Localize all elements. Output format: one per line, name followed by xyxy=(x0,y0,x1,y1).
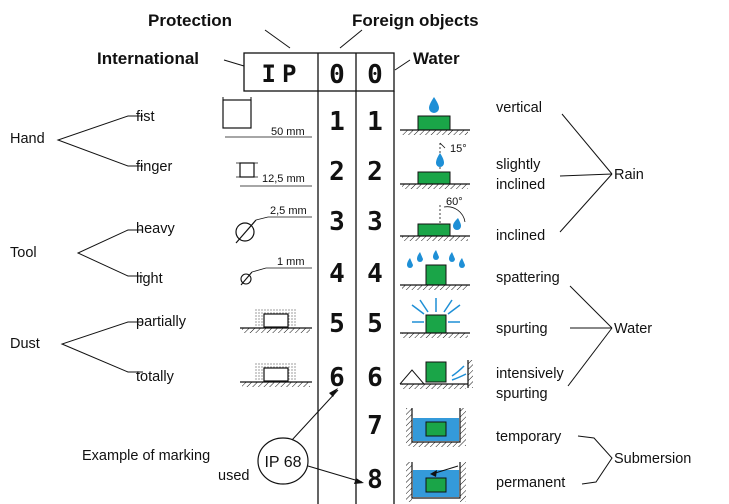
protection-pointer xyxy=(264,29,291,49)
rain-bracket-top xyxy=(561,113,613,175)
second-digit-5: 5 xyxy=(367,309,383,339)
fist-size-icon: 50 mm xyxy=(222,97,312,138)
dust-bracket xyxy=(60,321,143,373)
rain-label: Rain xyxy=(614,167,644,183)
slightly-label: slightly xyxy=(496,157,541,173)
size-50mm: 50 mm xyxy=(271,126,305,138)
light-tool-icon: 1 mm xyxy=(240,256,312,286)
example-circle xyxy=(257,437,309,485)
protection-heading: Protection xyxy=(148,11,232,30)
second-digit-8: 8 xyxy=(367,465,383,495)
temporary-label: temporary xyxy=(496,429,562,445)
second-digit-3: 3 xyxy=(367,207,383,237)
dust-partial-icon xyxy=(240,308,312,333)
international-heading: International xyxy=(97,49,199,68)
permanent-submersion-icon xyxy=(406,462,466,502)
first-digit-2: 2 xyxy=(329,157,345,187)
angle-15: 15° xyxy=(450,143,467,155)
first-digit-3: 3 xyxy=(329,207,345,237)
second-digit-7: 7 xyxy=(367,411,383,441)
angle-60: 60° xyxy=(446,196,463,208)
second-digit-4: 4 xyxy=(367,259,383,289)
second-digit-zero: 0 xyxy=(367,60,383,90)
finger-label: finger xyxy=(136,159,172,175)
second-digit-6: 6 xyxy=(367,363,383,393)
second-digit-2: 2 xyxy=(367,157,383,187)
foreign-objects-pointer xyxy=(339,29,363,49)
rain-bracket-mid xyxy=(559,173,613,177)
submersion-label: Submersion xyxy=(614,451,691,467)
example-label: Example of marking xyxy=(82,448,210,464)
size-12-5mm: 12,5 mm xyxy=(262,173,305,185)
water-bracket-top xyxy=(569,285,613,329)
first-digit-zero: 0 xyxy=(329,60,345,90)
foreign-objects-heading: Foreign objects xyxy=(352,11,479,30)
heavy-tool-icon: 2,5 mm xyxy=(235,205,312,244)
size-1mm: 1 mm xyxy=(277,256,305,268)
example-code: IP 68 xyxy=(264,454,301,471)
temporary-submersion-icon xyxy=(406,408,466,447)
example-used-label: used xyxy=(218,468,249,484)
slightly-inclined-label: inclined xyxy=(496,177,545,193)
first-digit-1: 1 xyxy=(329,107,345,137)
permanent-label: permanent xyxy=(496,475,565,491)
ip-letters: IP xyxy=(262,60,303,88)
water-heading: Water xyxy=(413,49,460,68)
dust-label: Dust xyxy=(10,336,40,352)
totally-label: totally xyxy=(136,369,175,385)
rain-vertical-icon xyxy=(400,97,470,135)
water-bracket-bottom xyxy=(567,327,613,387)
intensively-label: intensively xyxy=(496,366,564,382)
intensively-spurting-label: spurting xyxy=(496,386,548,402)
fist-label: fist xyxy=(136,109,155,125)
first-digit-4: 4 xyxy=(329,259,345,289)
hand-label: Hand xyxy=(10,131,45,147)
water-pointer xyxy=(394,59,411,71)
hand-bracket xyxy=(56,115,143,167)
spurting-label: spurting xyxy=(496,321,548,337)
example-arrow-to-8 xyxy=(307,465,363,483)
first-digit-5: 5 xyxy=(329,309,345,339)
ip-code-box xyxy=(243,52,395,92)
partially-label: partially xyxy=(136,314,187,330)
finger-size-icon: 12,5 mm xyxy=(236,162,312,187)
rain-slightly-inclined-icon: 15° xyxy=(400,142,470,189)
rain-inclined-icon: 60° xyxy=(400,196,470,241)
size-2-5mm: 2,5 mm xyxy=(270,205,307,217)
spattering-icon xyxy=(400,250,470,290)
international-pointer xyxy=(223,59,245,67)
submersion-bracket xyxy=(577,435,613,485)
rain-bracket-bottom xyxy=(559,173,613,233)
inclined-label: inclined xyxy=(496,228,545,244)
second-digit-1: 1 xyxy=(367,107,383,137)
first-digit-6: 6 xyxy=(329,363,345,393)
spurting-icon xyxy=(400,298,470,338)
heavy-label: heavy xyxy=(136,221,175,237)
dust-total-icon xyxy=(240,362,312,387)
water-group-label: Water xyxy=(614,321,652,337)
intensive-spurting-icon xyxy=(399,360,473,389)
example-arrow-to-6 xyxy=(291,389,339,441)
vertical-label: vertical xyxy=(496,100,542,116)
tool-bracket xyxy=(76,229,143,277)
tool-label: Tool xyxy=(10,245,37,261)
light-label: light xyxy=(136,271,163,287)
spattering-label: spattering xyxy=(496,270,560,286)
